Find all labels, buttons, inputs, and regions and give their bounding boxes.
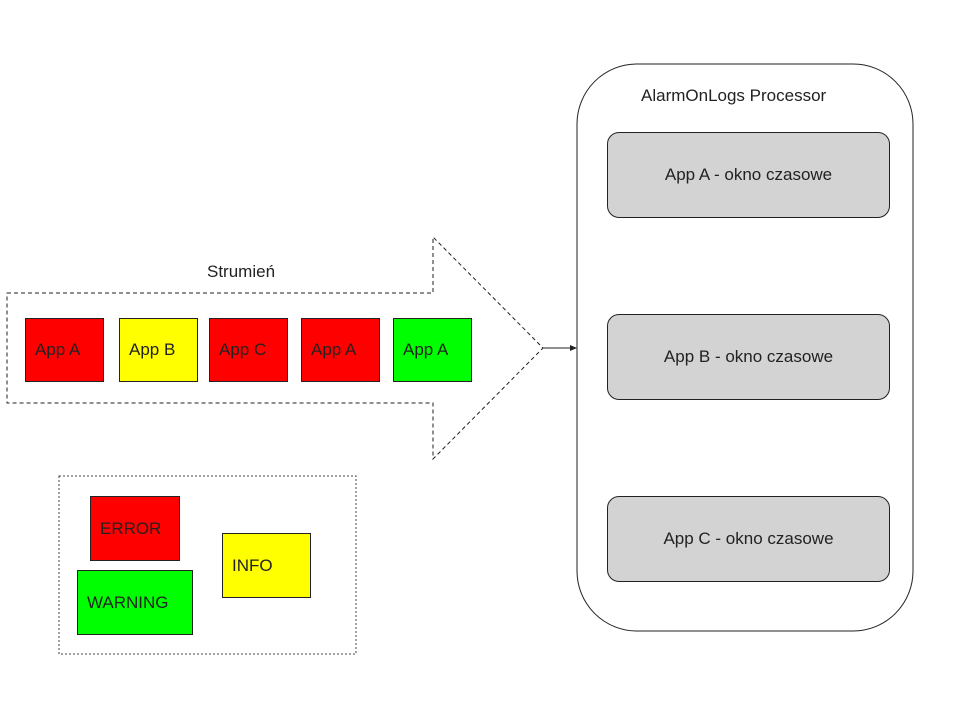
stream-message-4: App A bbox=[301, 318, 380, 382]
time-window-app-c: App C - okno czasowe bbox=[607, 496, 890, 582]
legend-info: INFO bbox=[222, 533, 311, 598]
time-window-app-a: App A - okno czasowe bbox=[607, 132, 890, 218]
legend-warning: WARNING bbox=[77, 570, 193, 635]
legend-error: ERROR bbox=[90, 496, 180, 561]
legend-container bbox=[58, 475, 357, 655]
stream-arrow bbox=[6, 235, 544, 461]
processor-title: AlarmOnLogs Processor bbox=[641, 86, 827, 105]
stream-message-2: App B bbox=[119, 318, 198, 382]
stream-message-5: App A bbox=[393, 318, 472, 382]
time-window-app-b: App B - okno czasowe bbox=[607, 314, 890, 400]
stream-connector-arrowhead bbox=[570, 345, 577, 351]
stream-message-1: App A bbox=[25, 318, 104, 382]
stream-message-3: App C bbox=[209, 318, 288, 382]
stream-title: Strumień bbox=[207, 262, 276, 281]
